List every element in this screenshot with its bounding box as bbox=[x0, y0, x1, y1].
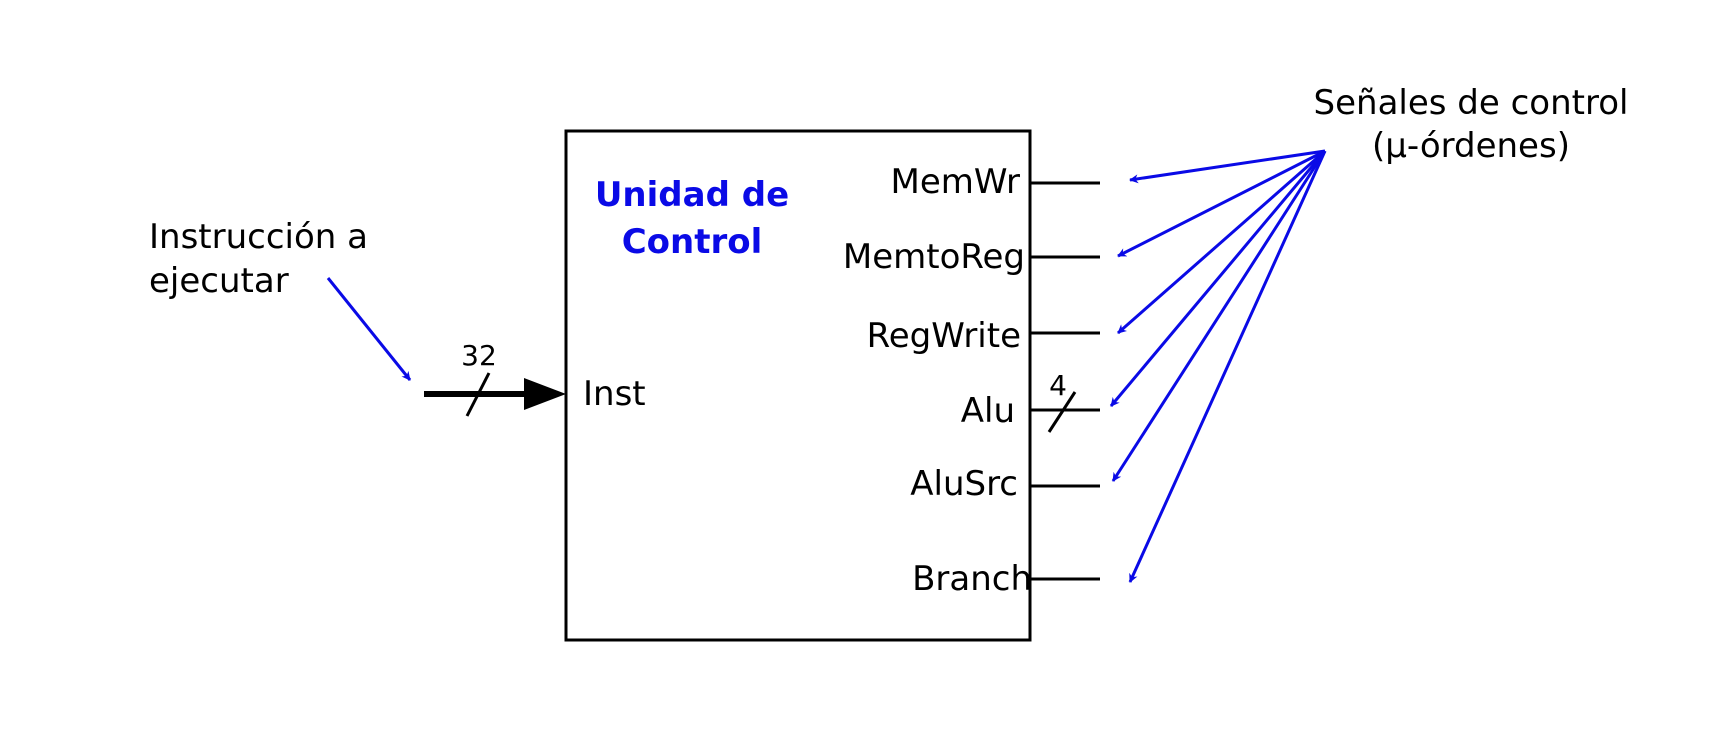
signal-alu: Alu 4 bbox=[961, 369, 1100, 433]
signal-label-mem-wr: MemWr bbox=[891, 162, 1020, 202]
signal-memto-reg: MemtoReg bbox=[843, 237, 1100, 277]
control-unit-box bbox=[564, 129, 1032, 642]
signals-caption-line1: Señales de control bbox=[1314, 83, 1629, 123]
signal-alu-bus-width: 4 bbox=[1049, 369, 1067, 402]
signal-label-memto-reg: MemtoReg bbox=[843, 237, 1025, 277]
signal-reg-write: RegWrite bbox=[867, 316, 1100, 356]
instruction-bus-width: 32 bbox=[461, 339, 497, 372]
instruction-bus-arrowhead bbox=[524, 378, 566, 410]
pointer-arrow-alu-src bbox=[1111, 150, 1327, 482]
signals-pointer-arrows bbox=[1109, 149, 1327, 583]
inst-input-label: Inst bbox=[583, 374, 646, 414]
signal-label-reg-write: RegWrite bbox=[867, 316, 1021, 356]
instruction-label-line2: ejecutar bbox=[149, 261, 289, 301]
signal-label-alu: Alu bbox=[961, 391, 1015, 431]
instruction-pointer-arrow bbox=[326, 277, 412, 381]
pointer-arrow-branch bbox=[1128, 150, 1327, 583]
signal-label-branch: Branch bbox=[912, 559, 1032, 599]
control-unit-title-line1: Unidad de bbox=[595, 175, 789, 215]
instruction-label-line1: Instrucción a bbox=[149, 217, 368, 257]
pointer-arrow-reg-write bbox=[1117, 149, 1326, 335]
pointer-arrow-mem-wr bbox=[1129, 149, 1326, 184]
signals-caption-line2: (µ-órdenes) bbox=[1372, 126, 1570, 166]
signal-alu-src: AluSrc bbox=[910, 464, 1100, 504]
signal-mem-wr: MemWr bbox=[891, 162, 1100, 202]
pointer-arrow-memto-reg bbox=[1117, 149, 1326, 258]
pointer-arrow-alu bbox=[1109, 150, 1327, 407]
signal-alu-bus-slash bbox=[1047, 391, 1077, 433]
signal-label-alu-src: AluSrc bbox=[910, 464, 1018, 504]
signal-branch: Branch bbox=[912, 559, 1100, 599]
instruction-bus-slash bbox=[465, 372, 491, 417]
control-unit-title-line2: Control bbox=[622, 222, 763, 262]
